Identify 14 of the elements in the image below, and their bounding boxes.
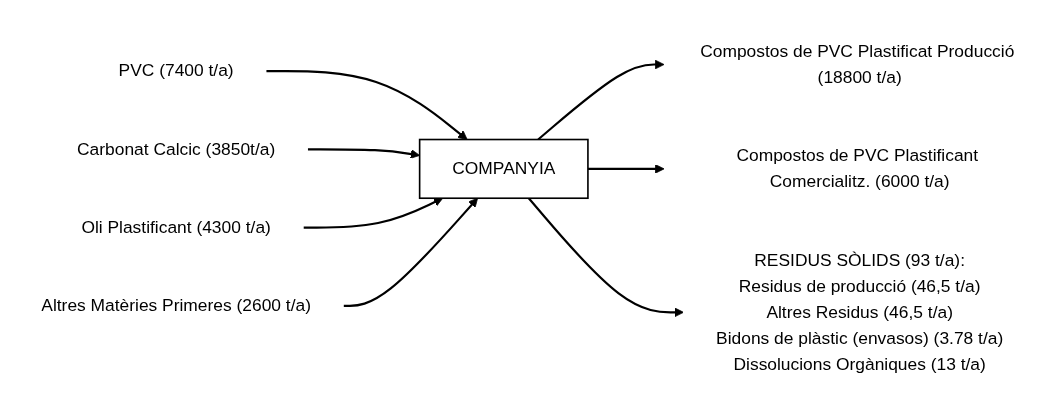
node-text: Compostos de PVC Plastificant Comercialitz. (6000 t/a) bbox=[736, 146, 979, 191]
arrow bbox=[527, 197, 684, 318]
node-text: Oli Plastificant (4300 t/a) bbox=[81, 217, 271, 237]
node-text: PVC (7400 t/a) bbox=[118, 61, 234, 80]
node-text: Carbonat Calcic (3850t/a) bbox=[77, 139, 276, 158]
node-box: COMPANYIA bbox=[418, 138, 589, 200]
arrow bbox=[266, 69, 468, 140]
arrow bbox=[587, 164, 665, 174]
arrow bbox=[303, 197, 444, 229]
node-text: RESIDUS SÒLIDS (93 t/a): Residus de producció (46,5 t/a) Altres Residus (46,5 t/a) Bidons de plàstic (envasos) (3.78 t/a) Dissolucions Orgàniques (13 t/a) bbox=[716, 250, 1004, 374]
arrow bbox=[343, 197, 479, 307]
arrow bbox=[537, 59, 665, 141]
node-text: Altres Matèries Primeres (2600 t/a) bbox=[41, 296, 311, 315]
node-text: Compostos de PVC Plastificat Producció (18800 t/a) bbox=[700, 41, 1015, 87]
